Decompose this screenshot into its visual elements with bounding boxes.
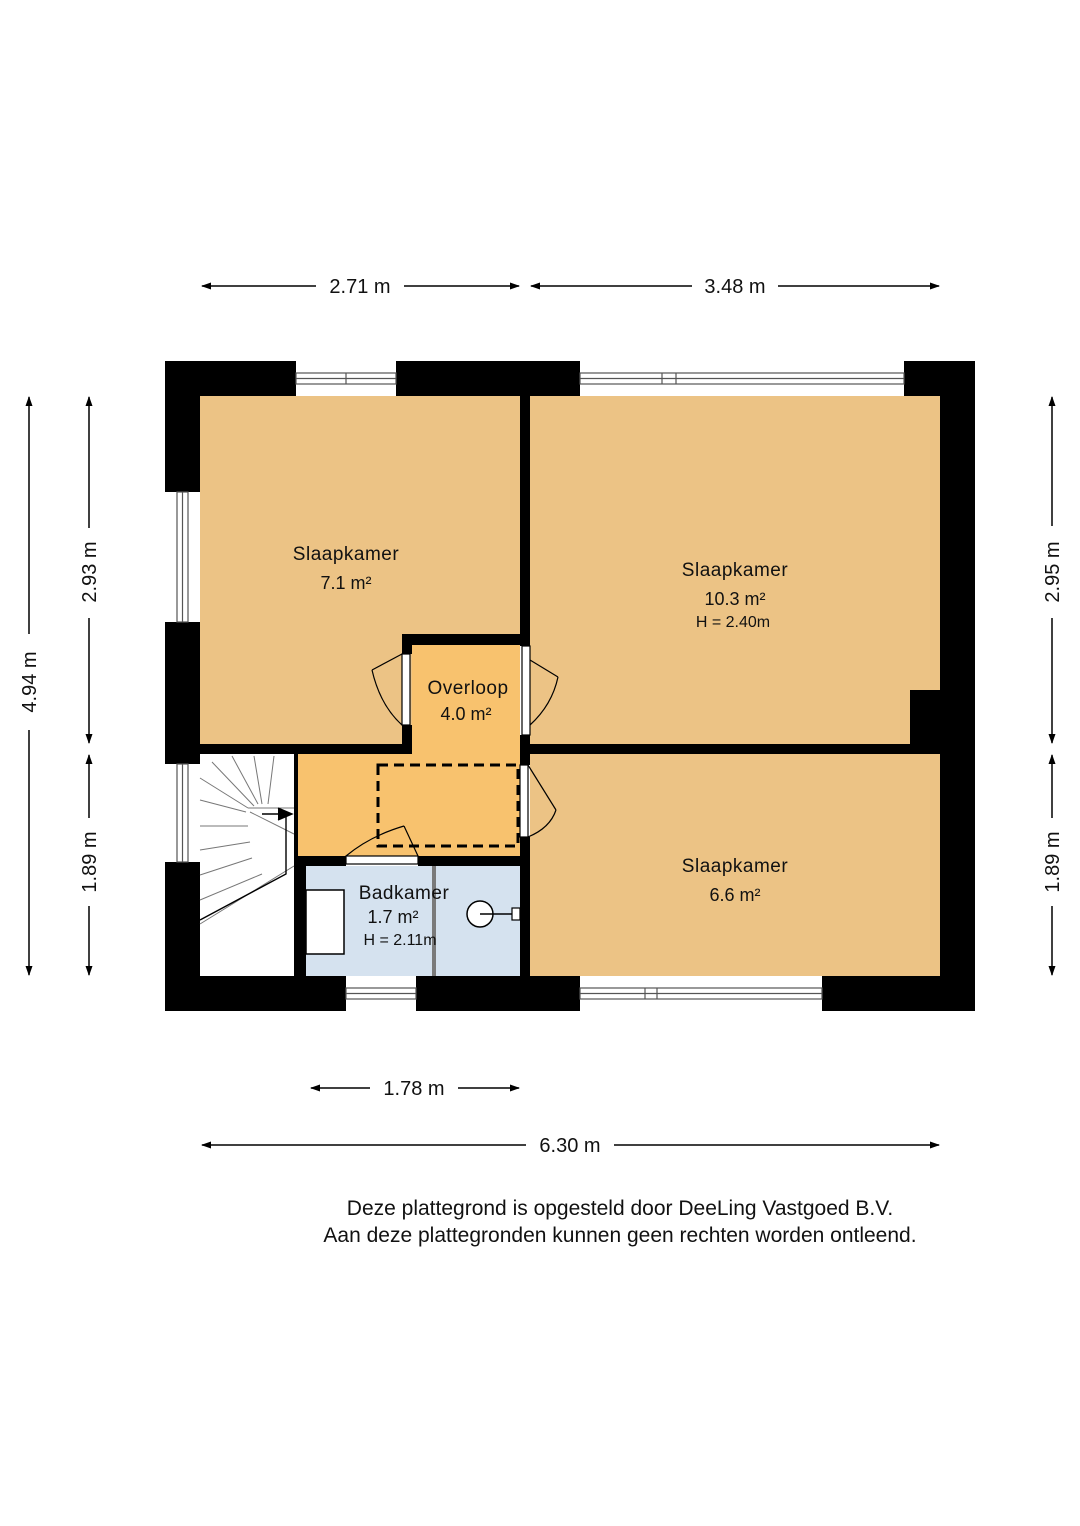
bathroom-name: Badkamer	[359, 883, 450, 904]
room-fill-bedroom-3	[530, 754, 940, 976]
sink-icon	[305, 889, 345, 955]
bedroom-2-height: H = 2.40m	[696, 614, 770, 631]
dim-right-lower: 1.89 m	[1042, 831, 1064, 892]
bedroom-2-area: 10.3 m²	[704, 589, 765, 609]
room-fill-bedroom-2	[530, 396, 940, 744]
bedroom-2-name: Slaapkamer	[682, 560, 789, 581]
dimension-lines	[25, 282, 1056, 1149]
bedroom-1-name: Slaapkamer	[293, 544, 400, 565]
room-fill-landing	[296, 645, 520, 856]
landing-name: Overloop	[427, 678, 508, 699]
dim-bottom-total: 6.30 m	[539, 1135, 600, 1157]
walls	[165, 361, 975, 1011]
dim-top-right: 3.48 m	[704, 276, 765, 298]
dim-bottom-partial: 1.78 m	[383, 1078, 444, 1100]
dim-left-upper: 2.93 m	[79, 541, 101, 602]
bathroom-height: H = 2.11m	[363, 932, 436, 949]
bedroom-3-area: 6.6 m²	[709, 885, 760, 905]
bedroom-1-area: 7.1 m²	[320, 573, 371, 593]
doors	[345, 645, 559, 865]
room-fill-stairs	[200, 754, 296, 976]
dim-left-lower: 1.89 m	[79, 831, 101, 892]
disclaimer-line-1: Deze plattegrond is opgesteld door DeeLi…	[346, 1197, 894, 1220]
dim-right-upper: 2.95 m	[1042, 541, 1064, 602]
dim-left-total: 4.94 m	[19, 651, 41, 712]
disclaimer-line-2: Aan deze plattegronden kunnen geen recht…	[323, 1224, 917, 1247]
bedroom-3-name: Slaapkamer	[682, 856, 789, 877]
dim-top-left: 2.71 m	[329, 276, 390, 298]
windows	[176, 372, 905, 1000]
attic-hatch	[376, 763, 520, 848]
bathroom-fixtures	[305, 866, 521, 976]
landing-area: 4.0 m²	[440, 704, 491, 724]
stairs-direction-arrow-icon	[199, 807, 294, 921]
bathroom-area: 1.7 m²	[367, 907, 418, 927]
shower-divider	[432, 866, 436, 976]
